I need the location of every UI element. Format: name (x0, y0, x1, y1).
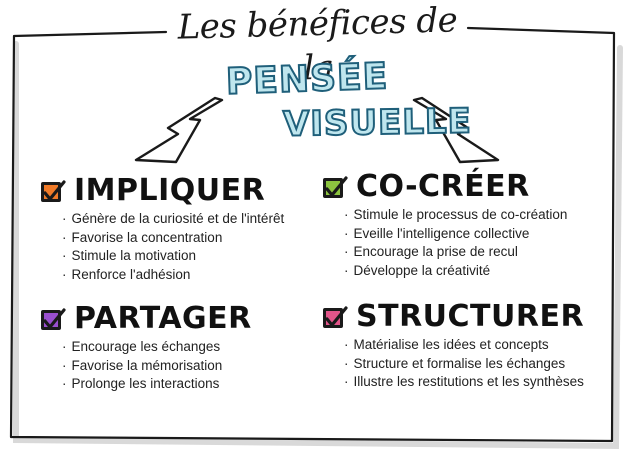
checkbox-icon (322, 304, 348, 330)
section-header: STRUCTURER (322, 298, 584, 336)
list-item: Développe la créativité (344, 262, 567, 281)
section-impliquer: IMPLIQUER Génère de la curiosité et de l… (40, 172, 284, 284)
list-item: Encourage les échanges (62, 338, 252, 357)
checkbox-icon (40, 306, 66, 332)
section-title: STRUCTURER (356, 299, 585, 334)
benefit-list: Encourage les échanges Favorise la mémor… (40, 338, 252, 394)
section-structurer: STRUCTURER Matérialise les idées et conc… (322, 298, 584, 392)
benefit-list: Matérialise les idées et concepts Struct… (322, 336, 584, 392)
main-title-line2: VISUELLE (282, 100, 474, 145)
list-item: Favorise la concentration (62, 229, 284, 248)
main-title-line1: PENSÉE (224, 55, 390, 104)
list-item: Encourage la prise de recul (344, 243, 567, 262)
list-item: Favorise la mémorisation (62, 357, 252, 376)
list-item: Stimule la motivation (62, 247, 284, 266)
right-arrow-icon (412, 96, 500, 164)
list-item: Matérialise les idées et concepts (344, 336, 584, 355)
list-item: Prolonge les interactions (62, 375, 252, 394)
left-arrow-icon (134, 96, 224, 164)
checkbox-icon (322, 174, 348, 200)
list-item: Génère de la curiosité et de l'intérêt (62, 210, 285, 229)
frame-border (9, 26, 616, 443)
list-item: Illustre les restitutions et les synthès… (344, 373, 584, 392)
section-co-creer: CO-CRÉER Stimule le processus de co-créa… (322, 168, 567, 280)
list-item: Eveille l'intelligence collective (344, 225, 567, 244)
list-item: Stimule le processus de co-création (344, 206, 568, 225)
section-header: PARTAGER (40, 300, 252, 338)
benefit-list: Génère de la curiosité et de l'intérêt F… (40, 210, 285, 285)
checkbox-icon (40, 178, 66, 204)
frame-shadow (13, 41, 623, 450)
section-header: IMPLIQUER (40, 172, 284, 210)
list-item: Structure et formalise les échanges (344, 355, 584, 374)
benefit-list: Stimule le processus de co-création Evei… (322, 206, 568, 281)
section-partager: PARTAGER Encourage les échanges Favorise… (40, 300, 252, 394)
section-title: PARTAGER (74, 301, 252, 336)
section-title: CO-CRÉER (356, 169, 530, 204)
section-header: CO-CRÉER (322, 168, 567, 206)
list-item: Renforce l'adhésion (62, 266, 284, 285)
section-title: IMPLIQUER (74, 173, 266, 208)
